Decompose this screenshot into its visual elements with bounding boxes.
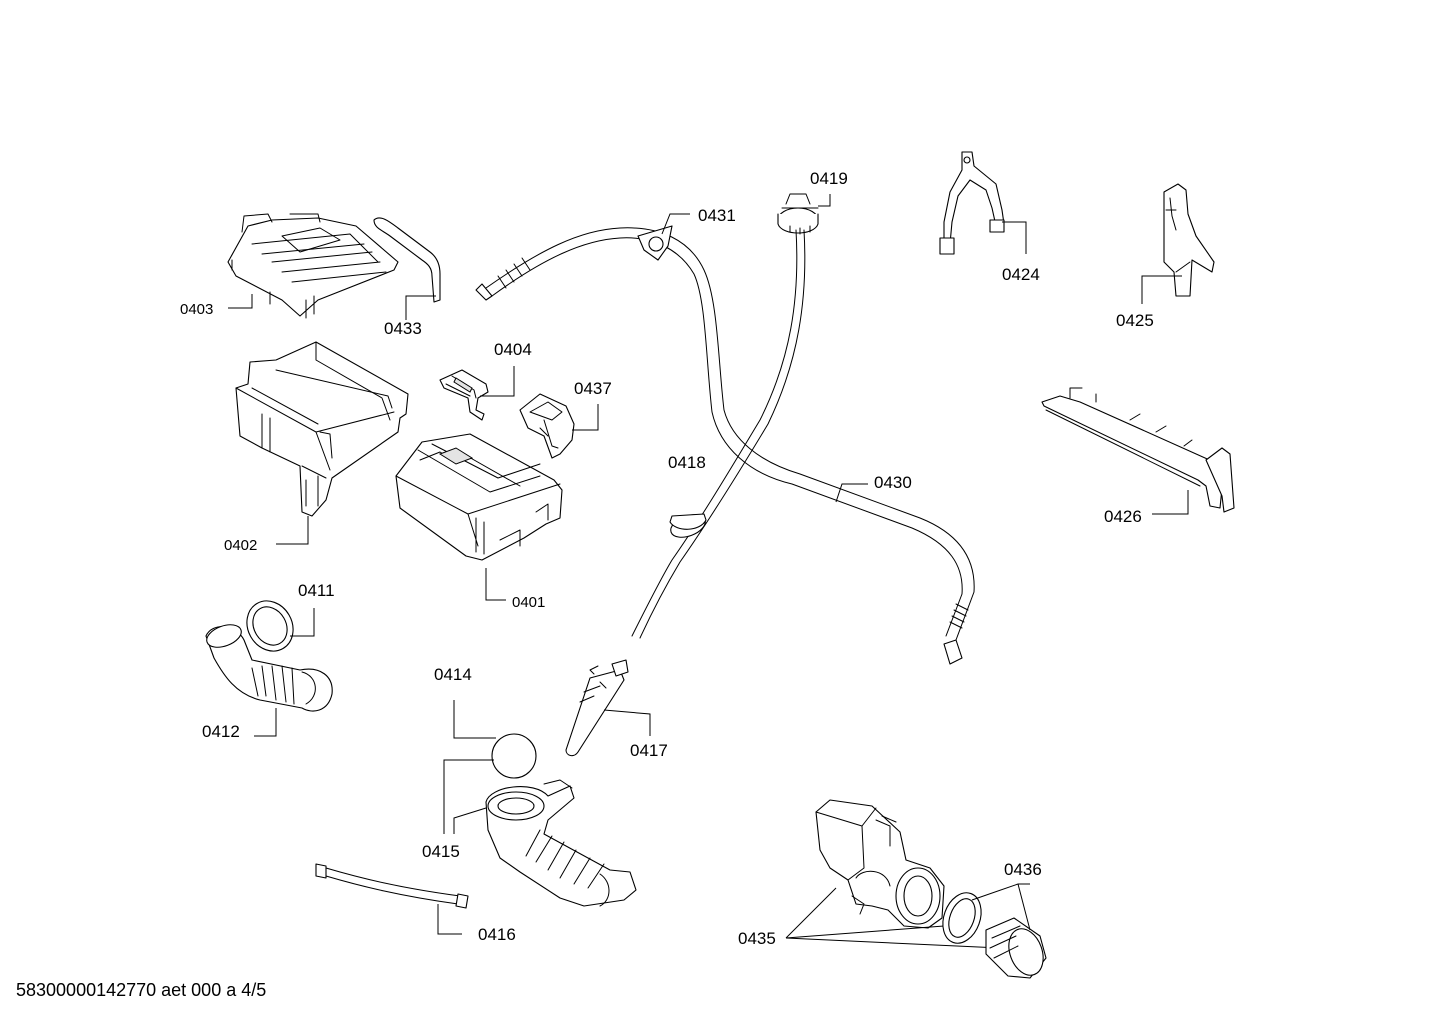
part-0415-sump: [485, 779, 637, 907]
label-0415: 0415: [422, 842, 460, 861]
label-0433: 0433: [384, 319, 422, 338]
part-0433-small-hose: [373, 217, 441, 303]
part-0436-filter: [942, 892, 1047, 979]
label-0430: 0430: [874, 473, 912, 492]
label-0404: 0404: [494, 340, 532, 359]
label-0417: 0417: [630, 741, 668, 760]
part-0417-sensor: [565, 659, 629, 757]
label-0418: 0418: [668, 453, 706, 472]
label-0436: 0436: [1004, 860, 1042, 879]
document-footer-code: 58300000142770 aet 000 a 4/5: [16, 980, 267, 1000]
part-0412-bellows-hose: [205, 624, 333, 712]
part-0419-pressure-switch: [777, 193, 819, 235]
label-0437: 0437: [574, 379, 612, 398]
part-0411-gasket-ring: [246, 600, 294, 652]
part-0414-ball: [491, 733, 537, 779]
label-0419: 0419: [810, 169, 848, 188]
part-0437-siphon-cap: [519, 393, 575, 459]
part-0401-detergent-drawer: [395, 433, 563, 561]
label-0401: 0401: [512, 594, 545, 611]
part-0402-dispenser-housing: [235, 341, 409, 517]
part-0416-drain-hose: [315, 863, 469, 909]
label-0424: 0424: [1002, 265, 1040, 284]
label-0431: 0431: [698, 206, 736, 225]
label-0425: 0425: [1116, 311, 1154, 330]
label-0414: 0414: [434, 665, 472, 684]
label-0402: 0402: [224, 537, 257, 554]
part-0404-siphon-insert: [439, 369, 489, 421]
part-0426-rail: [1041, 387, 1235, 513]
label-0426: 0426: [1104, 507, 1142, 526]
label-0411: 0411: [298, 581, 335, 600]
part-0435-drain-pump: [815, 799, 945, 929]
label-0416: 0416: [478, 925, 516, 944]
part-0418-pressure-tube: [631, 229, 806, 639]
label-0435: 0435: [738, 929, 776, 948]
part-0425-bracket: [1163, 183, 1215, 297]
part-0431-long-hose: [475, 225, 975, 665]
part-0424-y-connector: [939, 151, 1005, 255]
part-0403-dispenser-cover: [227, 213, 399, 319]
label-0412: 0412: [202, 722, 240, 741]
label-0403: 0403: [180, 301, 213, 318]
